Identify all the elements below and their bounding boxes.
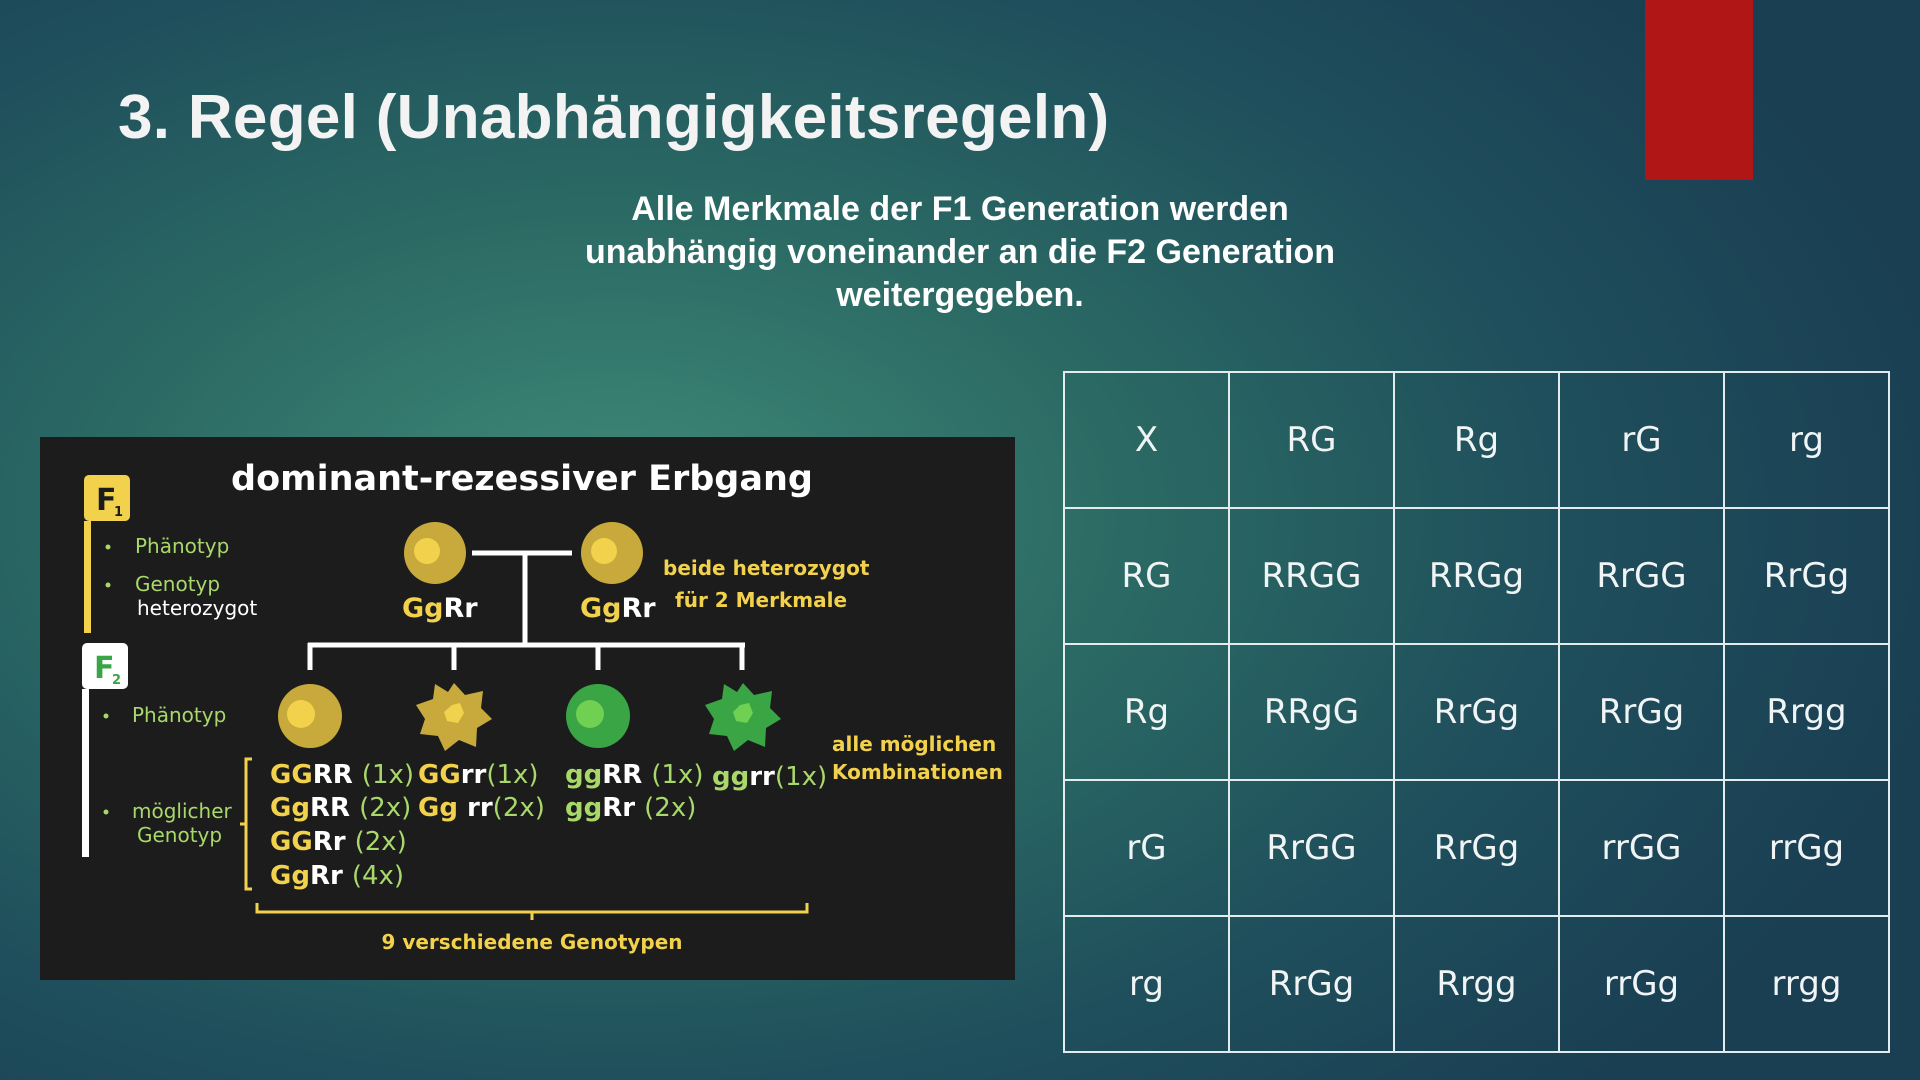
table-header-cell: Rg <box>1393 371 1560 509</box>
round-green-pea-icon <box>566 684 630 748</box>
genotype-entry: GGRr (2x) <box>270 827 407 857</box>
table-cell: RRGG <box>1228 507 1395 645</box>
table-cell: RrGG <box>1558 507 1725 645</box>
genotype-group-3: ggRR (1x) ggRr (2x) <box>565 760 704 823</box>
table-cell: Rrgg <box>1393 915 1560 1053</box>
genotype-entry: Gg rr(2x) <box>418 793 545 823</box>
wrinkled-yellow-pea-icon <box>416 683 492 751</box>
slide-subtitle: Alle Merkmale der F1 Generation werden u… <box>540 188 1380 317</box>
f1-badge-letter: F <box>96 483 117 518</box>
table-row-header-cell: RG <box>1063 507 1230 645</box>
bullet-dot <box>103 809 109 815</box>
genotype-entry: GGRR (1x) <box>270 760 414 790</box>
table-row: X RG Rg rG rg <box>1063 371 1890 509</box>
f1-bullet-phenotype: Phänotyp <box>135 534 229 558</box>
slide-title: 3. Regel (Unabhängigkeitsregeln) <box>118 83 1110 152</box>
table-cell: Rrgg <box>1723 643 1890 781</box>
diagram-footer: 9 verschiedene Genotypen <box>381 930 682 954</box>
table-cell: rrGG <box>1558 779 1725 917</box>
table-cell: RrGg <box>1393 643 1560 781</box>
table-header-cell: rg <box>1723 371 1890 509</box>
parent-genotype-label: GgRr <box>402 593 478 624</box>
table-row: Rg RRgG RrGg RrGg Rrgg <box>1063 643 1890 781</box>
table-cell: RrGG <box>1228 779 1395 917</box>
f2-badge <box>82 643 128 689</box>
f1-badge <box>84 475 130 521</box>
wrinkled-green-pea-icon <box>705 683 781 751</box>
f2-side-bar <box>82 689 89 857</box>
table-row-header-cell: rG <box>1063 779 1230 917</box>
red-accent-bar <box>1645 0 1753 180</box>
diagram-title: dominant-rezessiver Erbgang <box>231 459 813 499</box>
f2-note: Kombinationen <box>832 760 1003 784</box>
f1-badge-sub: 1 <box>114 505 123 520</box>
f2-badge-sub: 2 <box>112 673 121 688</box>
genotype-group-2: GGrr(1x) Gg rr(2x) <box>418 760 545 823</box>
punnett-square-table: X RG Rg rG rg RG RRGG RRGg RrGG RrGg Rg … <box>1063 371 1890 1053</box>
subtitle-line: weitergegeben. <box>836 276 1084 314</box>
table-row-header-cell: rg <box>1063 915 1230 1053</box>
table-header-cell: rG <box>1558 371 1725 509</box>
genotype-entry: GGrr(1x) <box>418 760 539 790</box>
f2-bullet-phenotype: Phänotyp <box>132 703 226 727</box>
genotype-entry: GgRR (2x) <box>270 793 411 823</box>
genotype-entry: ggRR (1x) <box>565 760 704 790</box>
round-yellow-pea-icon <box>404 522 466 584</box>
table-cell: RRgG <box>1228 643 1395 781</box>
table-row: RG RRGG RRGg RrGG RrGg <box>1063 507 1890 645</box>
f1-note: beide heterozygot <box>663 556 870 580</box>
f1-side-bar <box>84 521 91 633</box>
table-row: rG RrGG RrGg rrGG rrGg <box>1063 779 1890 917</box>
round-yellow-pea-icon <box>581 522 643 584</box>
f2-note: alle möglichen <box>832 732 996 756</box>
table-cell: RrGg <box>1558 643 1725 781</box>
bullet-dot <box>105 582 111 588</box>
cross-connector-lines <box>307 550 745 670</box>
f1-bullet-heterozygous: heterozygot <box>137 596 257 620</box>
table-cell: RRGg <box>1393 507 1560 645</box>
bullet-dot <box>103 713 109 719</box>
f1-note: für 2 Merkmale <box>675 588 847 612</box>
genotype-entry: GgRr (4x) <box>270 861 404 891</box>
table-row-header-cell: Rg <box>1063 643 1230 781</box>
f2-bullet-genotype: Genotyp <box>137 823 222 847</box>
table-cell: rrGg <box>1723 779 1890 917</box>
genotype-bracket <box>244 757 252 891</box>
table-cell: RrGg <box>1228 915 1395 1053</box>
table-cell: RrGg <box>1723 507 1890 645</box>
f1-bullet-genotype: Genotyp <box>135 572 220 596</box>
table-header-cell: RG <box>1228 371 1395 509</box>
genotype-group-4: ggrr(1x) <box>712 762 827 792</box>
table-cell: rrgg <box>1723 915 1890 1053</box>
inheritance-diagram: dominant-rezessiver Erbgang F 1 Phänotyp… <box>40 437 1015 980</box>
table-cell: RrGg <box>1393 779 1560 917</box>
genotype-entry: ggrr(1x) <box>712 762 827 792</box>
table-row: rg RrGg Rrgg rrGg rrgg <box>1063 915 1890 1053</box>
round-yellow-pea-icon <box>278 684 342 748</box>
parent-genotype-label: GgRr <box>580 593 656 624</box>
diagram-canvas: dominant-rezessiver Erbgang F 1 Phänotyp… <box>82 459 1003 954</box>
genotype-group-1: GGRR (1x) GgRR (2x) GGRr (2x) GgRr (4x) <box>270 760 414 891</box>
table-corner-cell: X <box>1063 371 1230 509</box>
bullet-dot <box>105 544 111 550</box>
f2-bullet-possible: möglicher <box>132 799 233 823</box>
subtitle-line: Alle Merkmale der F1 Generation werden <box>631 190 1289 228</box>
table-cell: rrGg <box>1558 915 1725 1053</box>
f2-badge-letter: F <box>94 651 115 686</box>
genotype-count-bracket <box>255 903 809 914</box>
genotype-entry: ggRr (2x) <box>565 793 696 823</box>
subtitle-line: unabhängig voneinander an die F2 Generat… <box>585 233 1335 271</box>
